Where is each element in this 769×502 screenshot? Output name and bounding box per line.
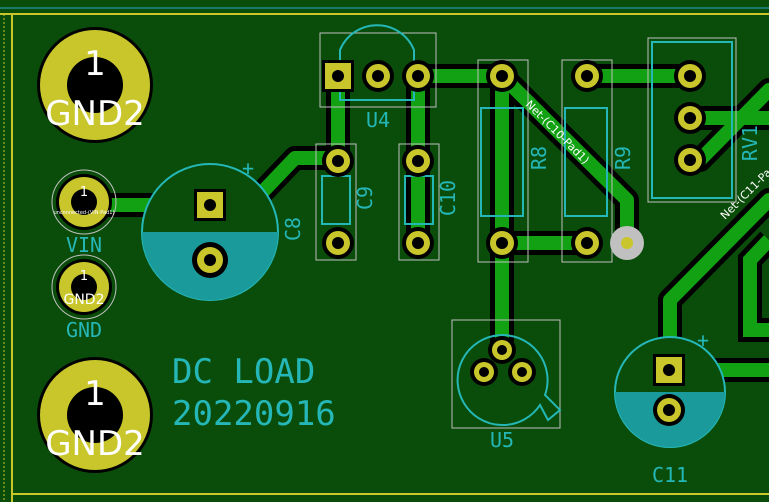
mounting-hole-bottom-net: GND2 bbox=[45, 424, 145, 464]
vin-pad-net: unconnected-(VIN-Pad1) bbox=[54, 210, 115, 216]
mounting-hole-bottom[interactable]: 1 GND2 bbox=[37, 357, 153, 473]
connector-gnd[interactable]: 1 GND2 GND bbox=[51, 254, 117, 342]
connector-vin[interactable]: 1 unconnected-(VIN-Pad1) VIN bbox=[51, 169, 117, 257]
gnd-ref-label: GND bbox=[66, 318, 102, 342]
board-title-text: DC LOAD bbox=[172, 352, 315, 392]
capacitor-c10[interactable]: C10 bbox=[398, 143, 460, 261]
c9-ref-label: C9 bbox=[353, 186, 377, 210]
u4-ref-label: U4 bbox=[366, 108, 390, 132]
potentiometer-rv1[interactable]: RV1 bbox=[647, 37, 762, 203]
track-right bbox=[743, 235, 769, 337]
c11-ref-label: C11 bbox=[652, 463, 688, 487]
capacitor-c9[interactable]: C9 bbox=[315, 143, 377, 261]
capacitor-c8[interactable]: + C8 bbox=[140, 156, 305, 302]
vin-ref-label: VIN bbox=[66, 233, 102, 257]
r8-ref-label: R8 bbox=[527, 146, 551, 170]
resistor-r9[interactable]: R9 bbox=[561, 59, 635, 263]
u5-ref-label: U5 bbox=[490, 428, 514, 452]
r9-ref-label: R9 bbox=[611, 146, 635, 170]
transistor-u5[interactable]: U5 bbox=[451, 319, 562, 452]
rv1-ref-label: RV1 bbox=[738, 125, 762, 161]
c8-plus-marker: + bbox=[242, 156, 254, 180]
vin-pad-number: 1 bbox=[80, 185, 88, 200]
c10-ref-label: C10 bbox=[436, 180, 460, 216]
via[interactable] bbox=[610, 226, 644, 260]
mounting-hole-top-net: GND2 bbox=[45, 94, 145, 134]
mounting-hole-bottom-number: 1 bbox=[84, 374, 106, 414]
board-date-text: 20220916 bbox=[172, 394, 336, 434]
c8-ref-label: C8 bbox=[281, 217, 305, 241]
resistor-r8[interactable]: R8 bbox=[477, 59, 551, 263]
mounting-hole-top-number: 1 bbox=[84, 44, 106, 84]
gnd-pad-number: 1 bbox=[80, 269, 88, 284]
mounting-hole-top[interactable]: 1 GND2 bbox=[37, 27, 153, 143]
gnd-pad-net: GND2 bbox=[63, 292, 104, 308]
regulator-u4[interactable]: U4 bbox=[319, 24, 437, 132]
c11-plus-marker: + bbox=[697, 328, 709, 352]
